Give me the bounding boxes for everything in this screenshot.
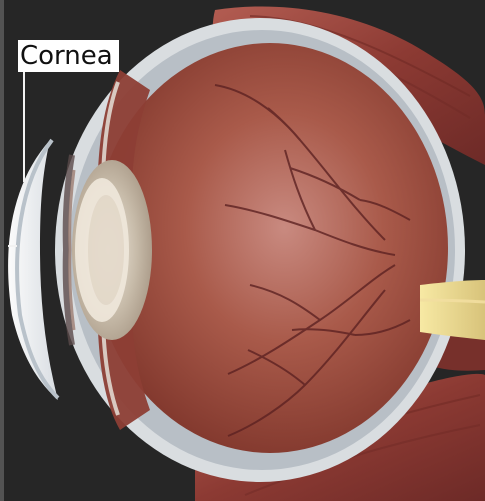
cornea-label: Cornea [18,40,119,72]
cornea-tick [8,245,17,247]
optic-nerve [420,280,485,340]
cornea-leader-line [23,72,25,182]
